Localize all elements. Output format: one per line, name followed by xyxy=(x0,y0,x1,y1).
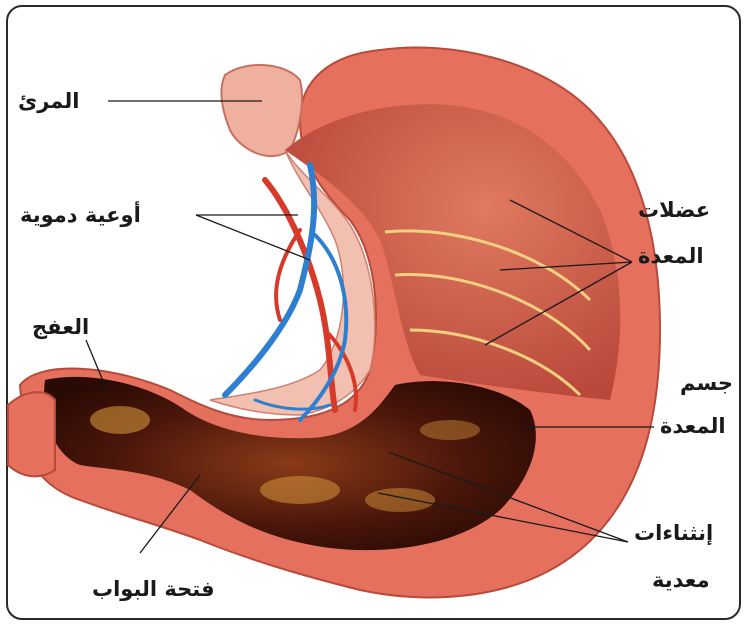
fold-glow-1 xyxy=(90,406,150,434)
label-stomach-body-1: جسم xyxy=(680,370,733,396)
vein-main xyxy=(225,165,314,395)
label-gastric-folds-2: معدية xyxy=(652,567,710,593)
duodenum xyxy=(8,392,55,476)
label-pylorus: فتحة البواب xyxy=(92,576,215,602)
label-stomach-body-2: المعدة xyxy=(660,413,726,439)
artery-branch xyxy=(276,230,300,320)
esophagus-tube xyxy=(221,65,302,156)
fold-glow-3 xyxy=(365,488,435,512)
fold-glow-2 xyxy=(260,476,340,504)
label-stomach-muscles-1: عضلات xyxy=(638,197,710,223)
label-esophagus: المرئ xyxy=(18,88,79,114)
label-gastric-folds-1: إنثناءات xyxy=(634,520,713,546)
label-fundus: العفج xyxy=(32,314,89,340)
fold-glow-4 xyxy=(420,420,480,440)
label-stomach-muscles-2: المعدة xyxy=(638,243,704,269)
label-blood-vessels: أوعية دموية xyxy=(20,202,141,228)
